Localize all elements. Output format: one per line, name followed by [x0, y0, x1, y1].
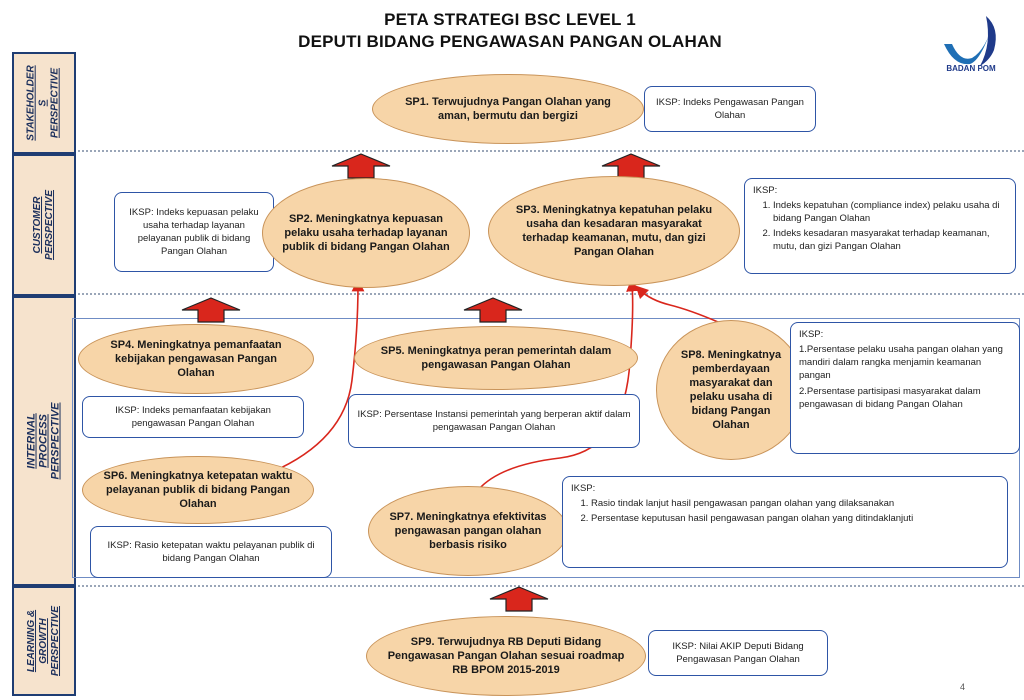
checkmark-swoosh-icon	[944, 16, 996, 66]
indicator-sp7-item-1: Rasio tindak lanjut hasil pengawasan pan…	[591, 497, 999, 510]
objective-sp5: SP5. Meningkatnya peran pemerintah dalam…	[354, 326, 638, 390]
perspective-stakeholder: STAKEHOLDER S PERSPECTIVE	[12, 52, 76, 154]
divider-internal-learning	[78, 585, 1024, 587]
logo-text: BADAN POM	[946, 64, 996, 73]
indicator-sp3: IKSP: Indeks kepatuhan (compliance index…	[744, 178, 1016, 274]
objective-sp3: SP3. Meningkatnya kepatuhan pelaku usaha…	[488, 176, 740, 286]
indicator-sp9: IKSP: Nilai AKIP Deputi Bidang Pengawasa…	[648, 630, 828, 676]
indicator-sp1: IKSP: Indeks Pengawasan Pangan Olahan	[644, 86, 816, 132]
indicator-sp5: IKSP: Persentase Instansi pemerintah yan…	[348, 394, 640, 448]
indicator-sp7-item-2: Persentase keputusan hasil pengawasan pa…	[591, 512, 999, 525]
objective-sp1: SP1. Terwujudnya Pangan Olahan yang aman…	[372, 74, 644, 144]
divider-stakeholder-customer	[78, 150, 1024, 152]
indicator-sp7: IKSP: Rasio tindak lanjut hasil pengawas…	[562, 476, 1008, 568]
perspective-internal-process: INTERNAL PROCESS PERSPECTIVE	[12, 296, 76, 586]
page-number: 4	[960, 682, 966, 692]
indicator-sp3-item-1: Indeks kepatuhan (compliance index) pela…	[773, 199, 1007, 225]
up-arrow-internal-to-sp2	[181, 297, 241, 323]
up-arrow-internal-to-sp3	[463, 297, 523, 323]
perspective-learning-growth: LEARNING & GROWTH PERSPECTIVE	[12, 586, 76, 696]
link-sp6-sp2	[271, 278, 365, 473]
objective-sp4: SP4. Meningkatnya pemanfaatan kebijakan …	[78, 324, 314, 394]
up-arrow-sp2-to-sp1	[331, 153, 391, 179]
indicator-sp8-item-2: 2.Persentase partisipasi masyarakat dala…	[799, 386, 981, 410]
page-title-line1: PETA STRATEGI BSC LEVEL 1	[384, 10, 636, 29]
indicator-sp8-item-1: 1.Persentase pelaku usaha pangan olahan …	[799, 344, 1003, 381]
perspective-customer: CUSTOMER PERSPECTIVE	[12, 154, 76, 296]
objective-sp8: SP8. Meningkatnya pemberdayaan masyaraka…	[656, 320, 806, 460]
divider-customer-internal	[78, 293, 1024, 295]
indicator-sp2: IKSP: Indeks kepuasan pelaku usaha terha…	[114, 192, 274, 272]
indicator-sp8: IKSP: 1.Persentase pelaku usaha pangan o…	[790, 322, 1020, 454]
objective-sp2: SP2. Meningkatnya kepuasan pelaku usaha …	[262, 178, 470, 288]
page-title-line2: DEPUTI BIDANG PENGAWASAN PANGAN OLAHAN	[298, 32, 722, 51]
indicator-sp6: IKSP: Rasio ketepatan waktu pelayanan pu…	[90, 526, 332, 578]
objective-sp9: SP9. Terwujudnya RB Deputi Bidang Pengaw…	[366, 616, 646, 696]
indicator-sp4: IKSP: Indeks pemanfaatan kebijakan penga…	[82, 396, 304, 438]
up-arrow-sp9-to-internal	[489, 586, 549, 612]
link-sp8-sp3	[635, 285, 719, 323]
objective-sp6: SP6. Meningkatnya ketepatan waktu pelaya…	[82, 456, 314, 524]
indicator-sp3-item-2: Indeks kesadaran masyarakat terhadap kea…	[773, 227, 1007, 253]
objective-sp7: SP7. Meningkatnya efektivitas pengawasan…	[368, 486, 568, 576]
